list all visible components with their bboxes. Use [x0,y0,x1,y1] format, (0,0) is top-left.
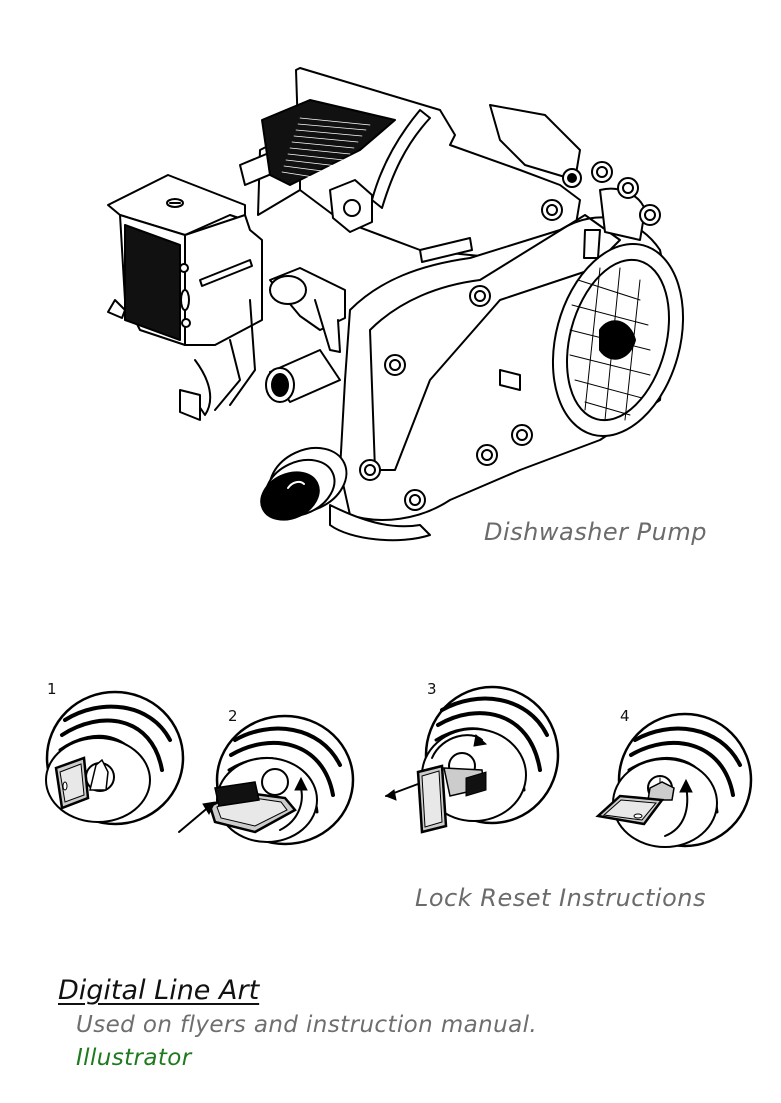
dishwasher-pump-illustration [107,67,685,542]
lock-key-inserted-illustration [45,690,185,826]
portfolio-title: Digital Line Art [58,975,260,1006]
lock-key-reinsert-illustration [595,712,753,848]
lock-key-turn-remove-illustration [384,685,560,834]
lock-reset-caption: Lock Reset Instructions [415,884,706,912]
software-tool-label: Illustrator [76,1045,192,1071]
pump-caption: Dishwasher Pump [484,518,707,546]
step-number-3: 3 [427,680,437,698]
step-number-4: 4 [620,707,630,725]
step-number-2: 2 [228,707,238,725]
housing-screws [359,161,661,511]
lock-key-push-turn-illustration [178,714,355,846]
portfolio-description: Used on flyers and instruction manual. [76,1012,538,1038]
step-number-1: 1 [47,680,57,698]
stator-laminations [261,99,396,186]
